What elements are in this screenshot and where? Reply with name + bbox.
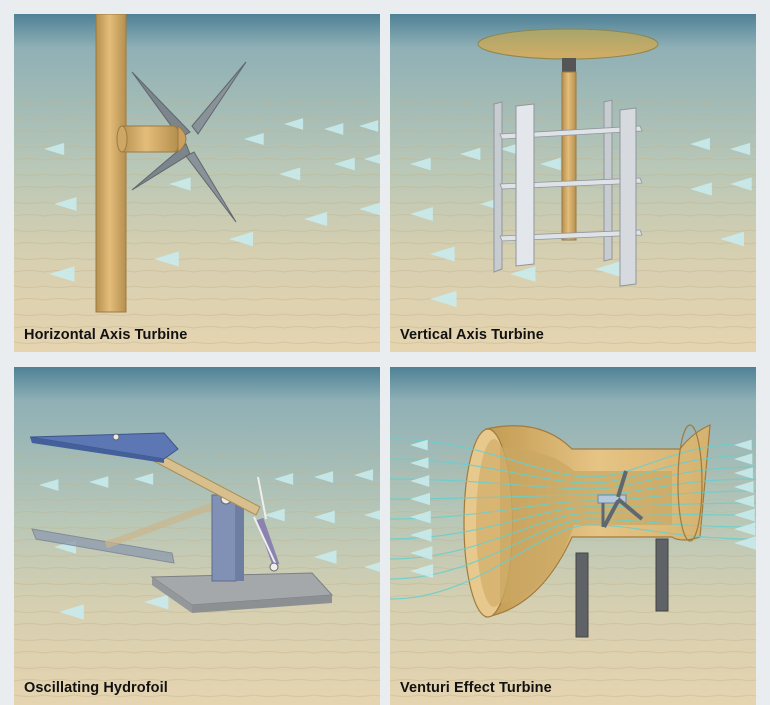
- flow-arrows: [44, 118, 380, 282]
- seabed-ripples: [14, 102, 380, 344]
- tidal-energy-figure: Horizontal Axis Turbine Vertic: [14, 14, 756, 705]
- vertical-axis-turbine-illustration: [390, 14, 756, 352]
- panel-title: Venturi Effect Turbine: [400, 680, 552, 696]
- horizontal-axis-turbine-illustration: [14, 14, 380, 352]
- flow-arrows: [410, 137, 752, 308]
- venturi-effect-turbine-illustration: [390, 367, 756, 705]
- panel-title: Oscillating Hydrofoil: [24, 680, 168, 696]
- panel-venturi-effect-turbine: Venturi Effect Turbine: [390, 367, 756, 705]
- panel-title: Horizontal Axis Turbine: [24, 327, 188, 343]
- flow-lines: [390, 438, 756, 600]
- flow-arrows: [410, 439, 756, 579]
- panel-oscillating-hydrofoil: Oscillating Hydrofoil: [14, 367, 380, 705]
- panel-vertical-axis-turbine: Vertical Axis Turbine: [390, 14, 756, 352]
- panel-title: Vertical Axis Turbine: [400, 327, 544, 343]
- seabed-ripples: [390, 102, 756, 344]
- panel-horizontal-axis-turbine: Horizontal Axis Turbine: [14, 14, 380, 352]
- oscillating-hydrofoil-illustration: [14, 367, 380, 705]
